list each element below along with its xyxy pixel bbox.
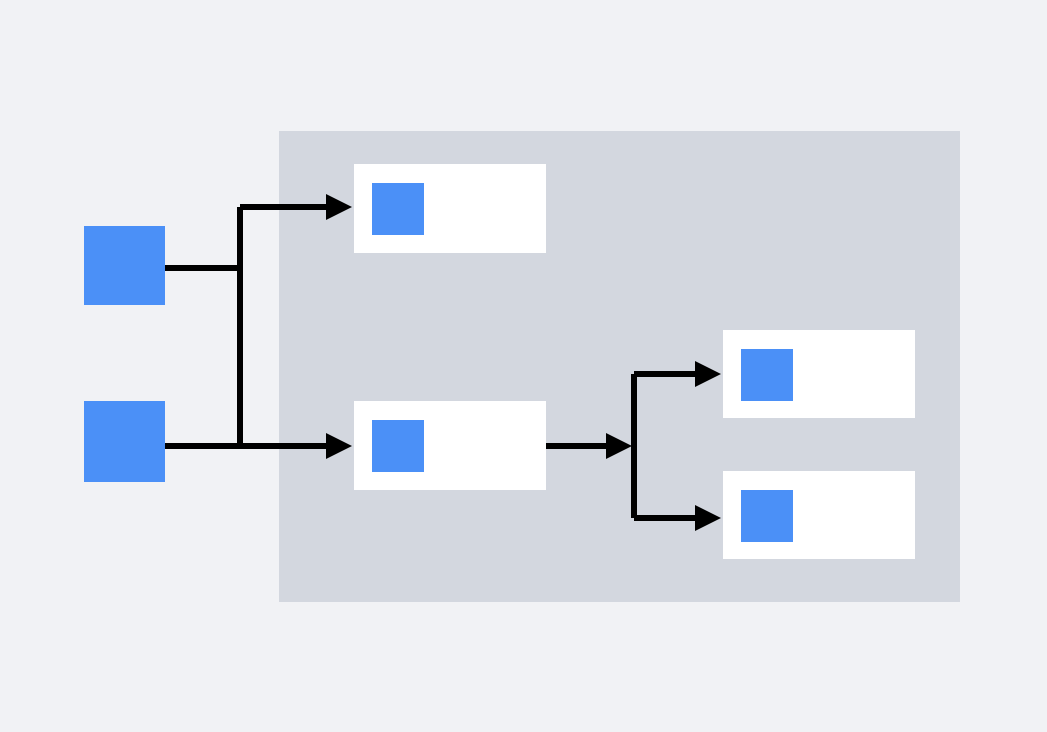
card-node-middle-left-swatch-icon bbox=[372, 420, 424, 472]
card-node-middle-left[interactable] bbox=[354, 401, 546, 490]
input-node-1[interactable] bbox=[84, 226, 165, 305]
card-node-top-right-swatch-icon bbox=[741, 349, 793, 401]
input-node-2[interactable] bbox=[84, 401, 165, 482]
card-node-top-left[interactable] bbox=[354, 164, 546, 253]
card-node-top-right[interactable] bbox=[723, 330, 915, 418]
card-node-bottom-right-swatch-icon bbox=[741, 490, 793, 542]
card-node-top-left-swatch-icon bbox=[372, 183, 424, 235]
card-node-bottom-right[interactable] bbox=[723, 471, 915, 559]
